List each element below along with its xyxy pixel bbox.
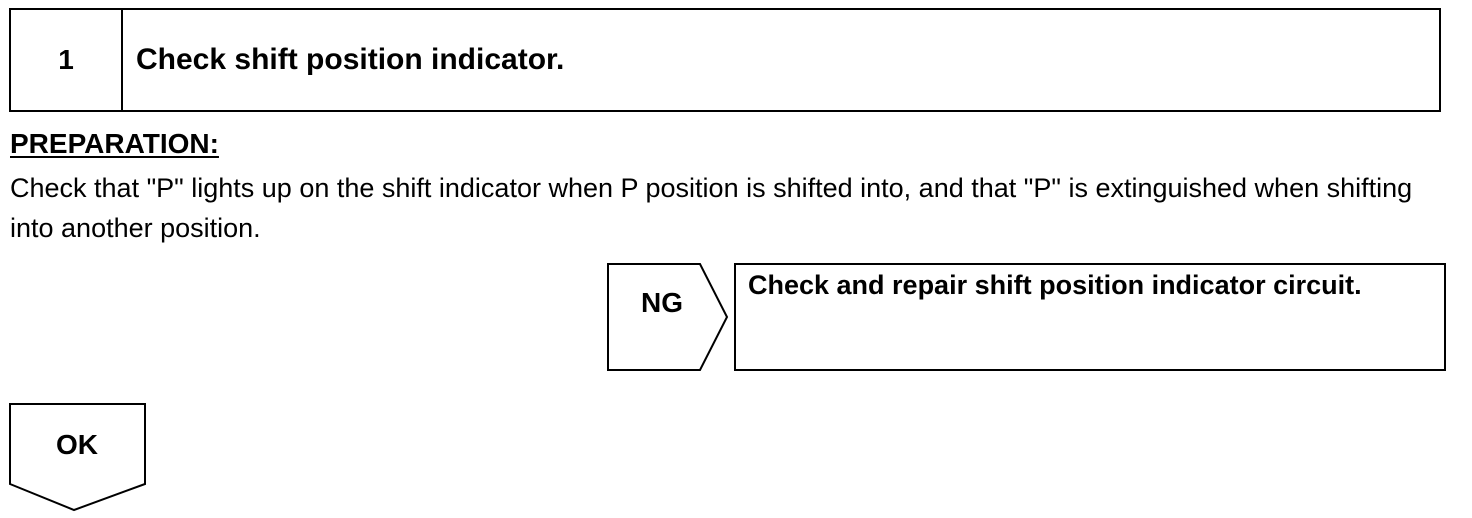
preparation-heading: PREPARATION: <box>10 128 219 159</box>
ng-arrow-shape <box>607 263 729 371</box>
step-number: 1 <box>11 10 123 110</box>
ok-label: OK <box>56 429 98 460</box>
step-title: Check shift position indicator. <box>136 43 565 76</box>
step-header-box: 1 Check shift position indicator. <box>9 8 1441 112</box>
ok-arrow-shape <box>9 403 146 512</box>
ng-action-text: Check and repair shift position indicato… <box>748 270 1362 300</box>
preparation-text: Check that "P" lights up on the shift in… <box>10 173 1413 243</box>
ng-action-box <box>734 263 1446 371</box>
ng-label: NG <box>641 287 683 318</box>
